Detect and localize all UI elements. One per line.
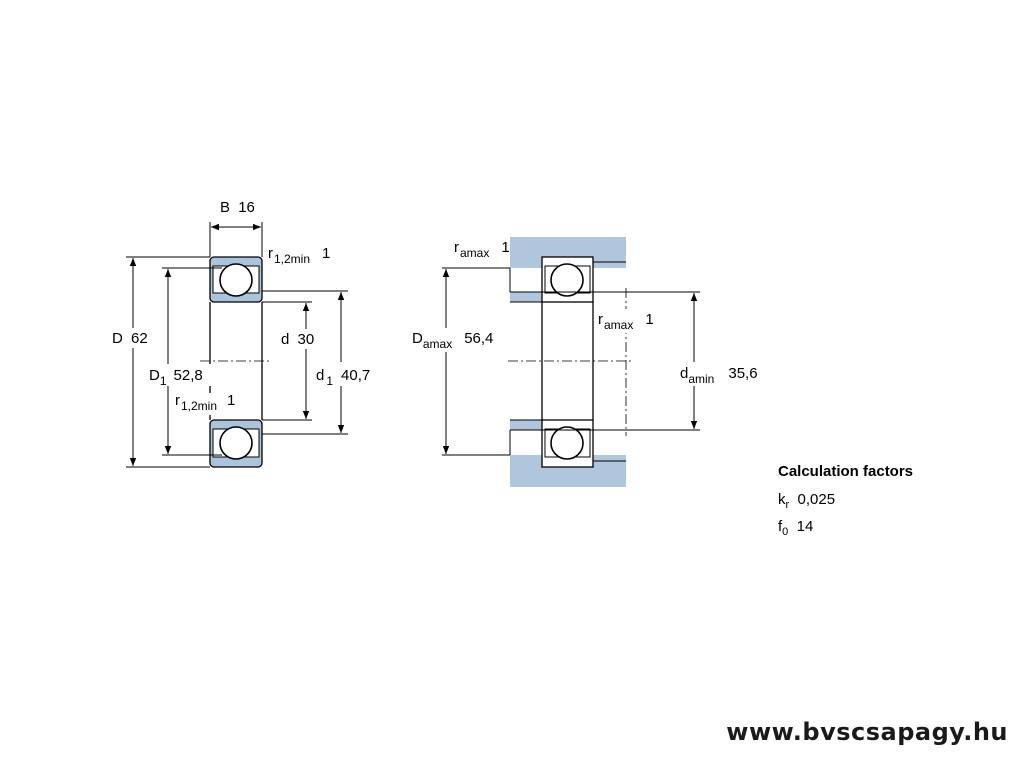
dim-da xyxy=(542,291,700,431)
factors-heading: Calculation factors xyxy=(778,463,914,480)
label-D: D 62 xyxy=(112,330,148,347)
dim-d xyxy=(262,301,312,421)
dim-D1 xyxy=(162,267,222,456)
dim-D xyxy=(126,256,210,468)
factor-kr: kr 0,025 xyxy=(778,491,836,511)
mounted-ball-top xyxy=(550,263,584,297)
bearing-section xyxy=(209,256,263,468)
dim-Da xyxy=(442,267,510,456)
shaft-shoulder xyxy=(510,291,542,431)
ball-top xyxy=(219,263,253,297)
label-d: d 30 xyxy=(281,331,314,348)
factor-f0: f0 14 xyxy=(778,518,814,538)
label-B: B 16 xyxy=(220,199,255,216)
dim-B xyxy=(209,222,263,257)
mounted-bearing xyxy=(541,256,594,468)
mounted-ball-bottom xyxy=(550,426,584,460)
calculation-factors: Calculation factors kr 0,025 f0 14 xyxy=(778,461,913,543)
ball-bottom xyxy=(219,426,253,460)
housing-shoulder xyxy=(510,237,626,487)
website-watermark: www.bvscsapagy.hu xyxy=(726,718,1008,746)
